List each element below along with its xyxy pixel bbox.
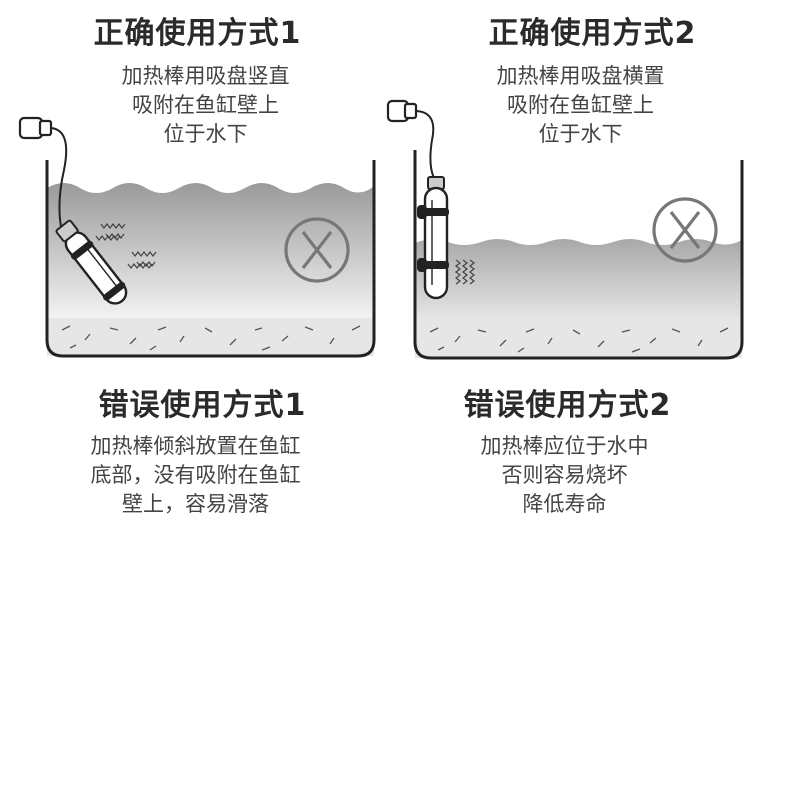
description-line: 吸附在鱼缸壁上 xyxy=(132,93,279,117)
panel-correct-1: 正确使用方式1 加热棒用吸盘竖直 吸附在鱼缸壁上 位于水下 xyxy=(0,0,395,380)
gravel-marks-left xyxy=(61,325,361,351)
power-cord-right xyxy=(415,110,435,179)
circle-x-icon xyxy=(652,197,718,263)
panel-wrong-2: 错误使用方式2 加热棒应位于水中 否则容易烧坏 降低寿命 xyxy=(395,380,790,580)
description-line: 位于水下 xyxy=(163,122,248,146)
description-line: 加热棒倾斜放置在鱼缸 xyxy=(90,434,301,458)
tank-outline-right xyxy=(413,150,744,360)
gravel-left xyxy=(47,318,374,356)
panel-description: 加热棒倾斜放置在鱼缸 底部，没有吸附在鱼缸 壁上，容易滑落 xyxy=(0,432,393,519)
heat-wave-icon xyxy=(95,223,157,269)
description-line: 加热棒用吸盘横置 xyxy=(496,64,665,88)
gravel-marks-right xyxy=(429,327,729,353)
panel-wrong-1: 错误使用方式1 加热棒倾斜放置在鱼缸 底部，没有吸附在鱼缸 壁上，容易滑落 xyxy=(0,380,395,580)
circle-x-icon xyxy=(284,217,350,283)
heat-wave-icon xyxy=(455,259,475,285)
panel-description: 加热棒用吸盘竖直 吸附在鱼缸壁上 位于水下 xyxy=(8,62,403,149)
power-cord-left xyxy=(50,127,68,233)
plug-icon xyxy=(18,116,53,140)
plug-icon xyxy=(386,99,418,123)
description-line: 否则容易烧坏 xyxy=(501,463,628,487)
aquarium-heater-icon xyxy=(417,176,449,300)
panel-correct-2: 正确使用方式2 加热棒用吸盘横置 吸附在鱼缸壁上 位于水下 xyxy=(395,0,790,380)
description-line: 加热棒用吸盘竖直 xyxy=(121,64,290,88)
panel-title: 正确使用方式1 xyxy=(93,16,302,51)
panel-description: 加热棒应位于水中 否则容易烧坏 降低寿命 xyxy=(367,432,762,519)
description-line: 加热棒应位于水中 xyxy=(480,434,649,458)
gravel-right xyxy=(415,320,742,358)
description-line: 壁上，容易滑落 xyxy=(122,492,269,516)
description-line: 底部，没有吸附在鱼缸 xyxy=(90,463,301,487)
panel-title: 正确使用方式2 xyxy=(488,16,697,51)
panel-title: 错误使用方式2 xyxy=(463,388,672,423)
description-line: 吸附在鱼缸壁上 xyxy=(507,93,654,117)
description-line: 位于水下 xyxy=(538,122,623,146)
water-left xyxy=(47,183,374,320)
aquarium-heater-icon xyxy=(55,219,128,305)
panel-description: 加热棒用吸盘横置 吸附在鱼缸壁上 位于水下 xyxy=(383,62,778,149)
tank-outline-left xyxy=(45,160,376,358)
description-line: 降低寿命 xyxy=(522,492,607,516)
panel-title: 错误使用方式1 xyxy=(98,388,307,423)
water-right xyxy=(415,239,742,322)
